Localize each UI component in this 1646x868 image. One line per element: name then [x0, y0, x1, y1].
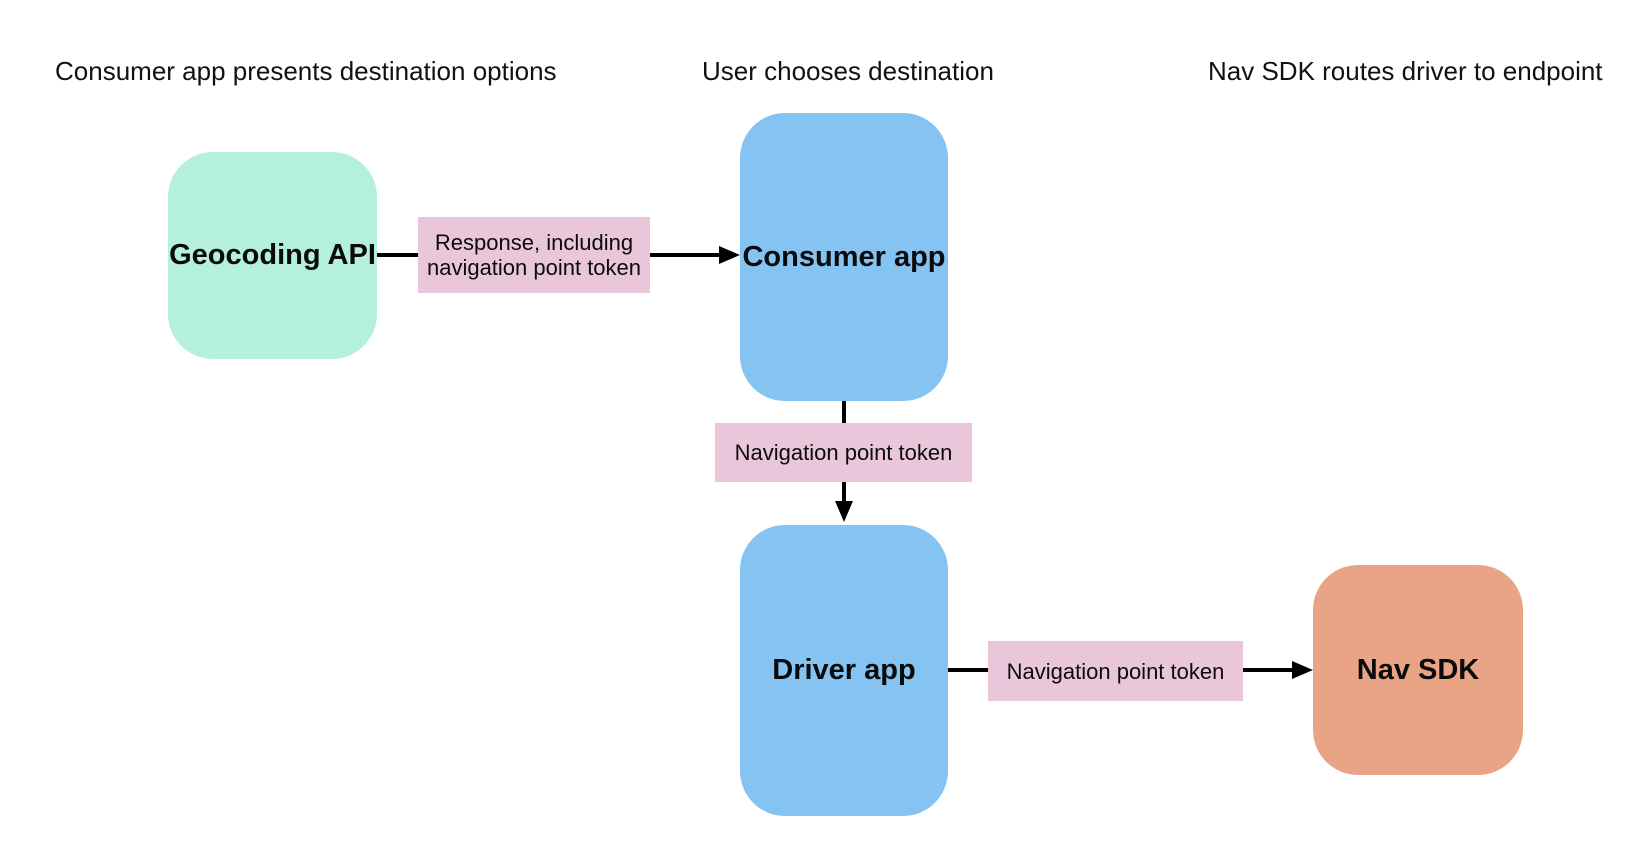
arrow-driver-to-navsdk-line-left [948, 668, 988, 672]
arrow-geocoding-to-consumer-line-right [650, 253, 721, 257]
node-consumer-app-label: Consumer app [742, 240, 946, 273]
edge-label-navigation-token-mid-text: Navigation point token [734, 440, 953, 465]
node-driver-app: Driver app [740, 525, 948, 816]
arrow-consumer-to-driver-line-top [842, 401, 846, 423]
node-consumer-app: Consumer app [740, 113, 948, 401]
edge-label-navigation-token-right: Navigation point token [988, 641, 1243, 701]
arrow-driver-to-navsdk-line-right [1243, 668, 1294, 672]
arrow-driver-to-navsdk-head-icon [1292, 661, 1313, 679]
phase-label-user-chooses: User chooses destination [702, 56, 994, 86]
phase-label-consumer-presents: Consumer app presents destination option… [55, 56, 557, 86]
edge-label-navigation-token-mid: Navigation point token [715, 423, 972, 482]
edge-label-response-token: Response, including navigation point tok… [418, 217, 650, 293]
arrow-geocoding-to-consumer-line-left [377, 253, 418, 257]
edge-label-navigation-token-right-text: Navigation point token [1006, 658, 1225, 684]
node-driver-app-label: Driver app [772, 654, 916, 686]
phase-label-nav-sdk-routes: Nav SDK routes driver to endpoint [1208, 56, 1603, 86]
node-geocoding-api-label: Geocoding API [169, 239, 376, 271]
node-nav-sdk-label: Nav SDK [1356, 653, 1480, 686]
arrow-consumer-to-driver-line-bottom [842, 482, 846, 503]
arrow-consumer-to-driver-head-icon [835, 501, 853, 522]
edge-label-response-token-text: Response, including navigation point tok… [426, 230, 642, 280]
node-nav-sdk: Nav SDK [1313, 565, 1523, 775]
arrow-geocoding-to-consumer-head-icon [719, 246, 740, 264]
node-geocoding-api: Geocoding API [168, 152, 377, 359]
